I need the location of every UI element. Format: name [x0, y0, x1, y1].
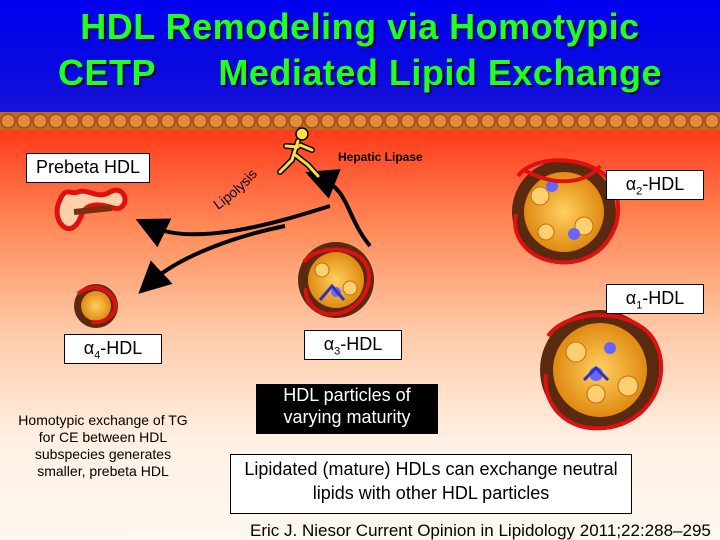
prebeta-hdl-label: Prebeta HDL: [26, 153, 150, 183]
hepatic-lipase-figure-icon: [277, 127, 321, 179]
alpha4-hdl-particle: [74, 284, 118, 328]
title-band: [0, 0, 720, 118]
membrane-border: [0, 112, 720, 130]
alpha3-hdl-label: α3-HDL: [304, 330, 402, 360]
arrow-alpha3-to-lipase: [305, 169, 372, 248]
alpha4-hdl-label: α4-HDL: [64, 334, 162, 364]
lipidated-box: Lipidated (mature) HDLs can exchange neu…: [230, 454, 632, 514]
alpha1-hdl-label: α1-HDL: [606, 284, 704, 314]
alpha2-hdl-label: α2-HDL: [606, 170, 704, 200]
arrow-lipolysis-to-alpha4: [138, 224, 286, 294]
alpha1-hdl-particle: [540, 310, 664, 431]
lipolysis-label: Lipolysis: [212, 166, 260, 213]
alpha3-hdl-particle: [298, 242, 374, 318]
maturity-box: HDL particles of varying maturity: [256, 384, 438, 434]
title-line-2: CETP Mediated Lipid Exchange: [58, 52, 662, 93]
alpha2-hdl-particle: [512, 158, 621, 265]
arrow-lipolysis-to-prebeta: [135, 204, 331, 248]
homotypic-exchange-note: Homotypic exchange of TG for CE between …: [18, 412, 188, 479]
citation: Eric J. Niesor Current Opinion in Lipido…: [250, 521, 711, 540]
title-line-1: HDL Remodeling via Homotypic: [80, 6, 640, 47]
hepatic-lipase-label: Hepatic Lipase: [338, 150, 423, 164]
prebeta-hdl-particle: [54, 187, 128, 232]
svg-text:Lipolysis: Lipolysis: [212, 166, 260, 213]
